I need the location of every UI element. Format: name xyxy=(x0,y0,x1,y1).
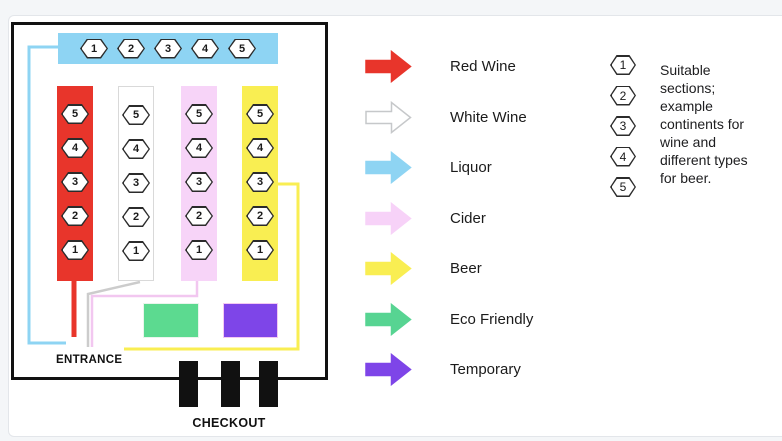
arrow-icon xyxy=(365,100,412,134)
sections-note-text: Suitable sections; example continents fo… xyxy=(660,62,748,186)
cider-aisle: 5 4 3 2 1 xyxy=(181,86,217,281)
section-hexagon: 2 xyxy=(610,86,636,106)
section-hexagon: 2 xyxy=(246,206,274,226)
arrow-icon xyxy=(365,151,412,184)
white-wine-aisle: 5 4 3 2 1 xyxy=(118,86,154,281)
section-hexagon: 3 xyxy=(185,172,213,192)
legend-item-liquor: Liquor xyxy=(365,151,533,184)
legend-item-beer: Beer xyxy=(365,252,533,285)
liquor-route-line xyxy=(27,45,66,345)
section-hexagon: 2 xyxy=(122,207,150,227)
section-hexagon: 5 xyxy=(610,177,636,197)
section-hexagon: 5 xyxy=(228,39,256,59)
section-hexagon: 3 xyxy=(61,172,89,192)
section-hexagon: 5 xyxy=(246,104,274,124)
section-hexagon: 1 xyxy=(610,55,636,75)
arrow-icon xyxy=(365,302,412,336)
legend-label: Temporary xyxy=(450,361,521,378)
legend-label: Beer xyxy=(450,260,482,277)
section-hexagon: 4 xyxy=(122,139,150,159)
legend-item-red-wine: Red Wine xyxy=(365,50,533,83)
section-hexagon: 5 xyxy=(185,104,213,124)
red-wine-aisle: 5 4 3 2 1 xyxy=(57,86,93,281)
arrow-icon xyxy=(365,252,412,285)
section-hexagon: 3 xyxy=(246,172,274,192)
arrow-icon xyxy=(365,201,412,235)
note-hexagon-list: 1 2 3 4 5 xyxy=(610,55,636,197)
white-wine-route-line xyxy=(86,280,141,347)
legend-label: White Wine xyxy=(450,108,527,126)
entrance-label: ENTRANCE xyxy=(56,354,123,366)
section-hexagon: 4 xyxy=(185,138,213,158)
beer-route-line xyxy=(124,182,300,351)
section-hexagon: 2 xyxy=(185,206,213,226)
legend: Red Wine White Wine Liquor Cider Beer xyxy=(365,50,533,386)
section-hexagon: 5 xyxy=(122,105,150,125)
section-hexagon: 3 xyxy=(122,173,150,193)
section-hexagon: 1 xyxy=(122,241,150,261)
section-hexagon: 5 xyxy=(61,104,89,124)
section-hexagon: 1 xyxy=(80,39,108,59)
legend-label: Liquor xyxy=(450,159,492,176)
liquor-shelf: 1 2 3 4 5 xyxy=(58,33,278,64)
legend-label: Cider xyxy=(450,209,486,227)
checkout-lane xyxy=(221,361,240,407)
beer-aisle: 5 4 3 2 1 xyxy=(242,86,278,281)
arrow-icon xyxy=(365,50,412,83)
section-hexagon: 4 xyxy=(246,138,274,158)
checkout-lane xyxy=(259,361,278,407)
section-hexagon: 1 xyxy=(61,240,89,260)
eco-friendly-box xyxy=(143,303,199,338)
section-hexagon: 3 xyxy=(610,116,636,136)
section-hexagon: 2 xyxy=(61,206,89,226)
legend-label: Eco Friendly xyxy=(450,310,534,328)
section-hexagon: 2 xyxy=(117,39,145,59)
section-hexagon: 4 xyxy=(610,147,636,167)
legend-item-white-wine: White Wine xyxy=(365,100,533,134)
legend-item-temporary: Temporary xyxy=(365,353,533,386)
checkout-lane xyxy=(179,361,198,407)
cider-route-line xyxy=(90,281,199,347)
route-lines xyxy=(27,45,300,351)
section-hexagon: 4 xyxy=(191,39,219,59)
store-map: 1 2 3 4 5 5 4 3 2 1 5 4 3 2 1 5 4 3 2 xyxy=(11,22,328,380)
section-hexagon: 1 xyxy=(246,240,274,260)
section-hexagon: 1 xyxy=(185,240,213,260)
legend-item-cider: Cider xyxy=(365,201,533,235)
arrow-icon xyxy=(365,353,412,386)
section-hexagon: 4 xyxy=(61,138,89,158)
legend-label: Red Wine xyxy=(450,58,516,75)
section-hexagon: 3 xyxy=(154,39,182,59)
temporary-box xyxy=(223,303,278,338)
legend-item-eco-friendly: Eco Friendly xyxy=(365,302,534,336)
checkout-label: CHECKOUT xyxy=(192,416,266,430)
